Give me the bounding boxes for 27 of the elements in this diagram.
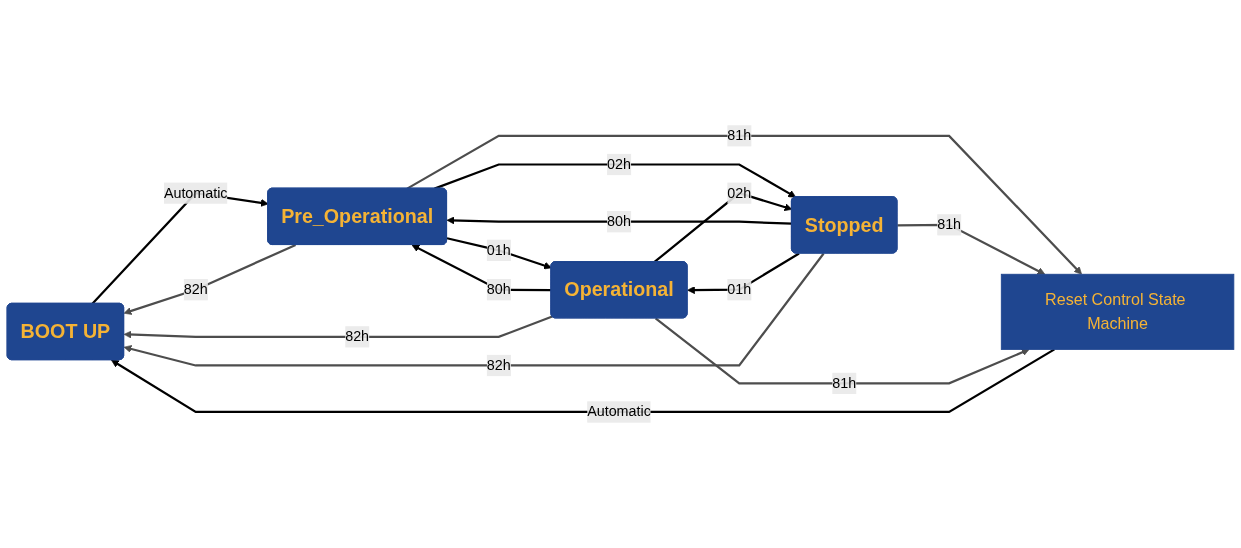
- edge-label: 82h: [183, 281, 208, 297]
- arrow: [123, 244, 297, 315]
- arrow: [123, 252, 825, 367]
- arrow: [446, 216, 792, 225]
- edge-label: 80h: [486, 281, 511, 297]
- arrow: [411, 244, 552, 292]
- edge-label: 82h: [345, 328, 370, 345]
- node-box: Reset Control State Machine: [1000, 273, 1235, 350]
- arrow: [406, 134, 1082, 275]
- arrow: [654, 317, 1030, 385]
- arrow: [123, 315, 553, 339]
- edge-label: 02h: [727, 185, 752, 201]
- edge-label: Automatic: [587, 404, 651, 420]
- arrow: [111, 348, 1055, 414]
- edge-label: Automatic: [163, 185, 228, 201]
- arrow: [434, 163, 797, 198]
- edge-label: 81h: [937, 216, 962, 233]
- edge-label: 81h: [832, 375, 857, 391]
- arrow: [687, 252, 800, 295]
- edge-label: 81h: [727, 127, 752, 144]
- edge-label: 02h: [607, 156, 631, 172]
- arrow: [446, 237, 552, 270]
- arrow: [897, 223, 1046, 275]
- edge-label: 80h: [607, 213, 631, 229]
- edge-label: 01h: [486, 242, 511, 258]
- edge-label: 01h: [727, 281, 752, 297]
- edge-label: 82h: [486, 357, 511, 373]
